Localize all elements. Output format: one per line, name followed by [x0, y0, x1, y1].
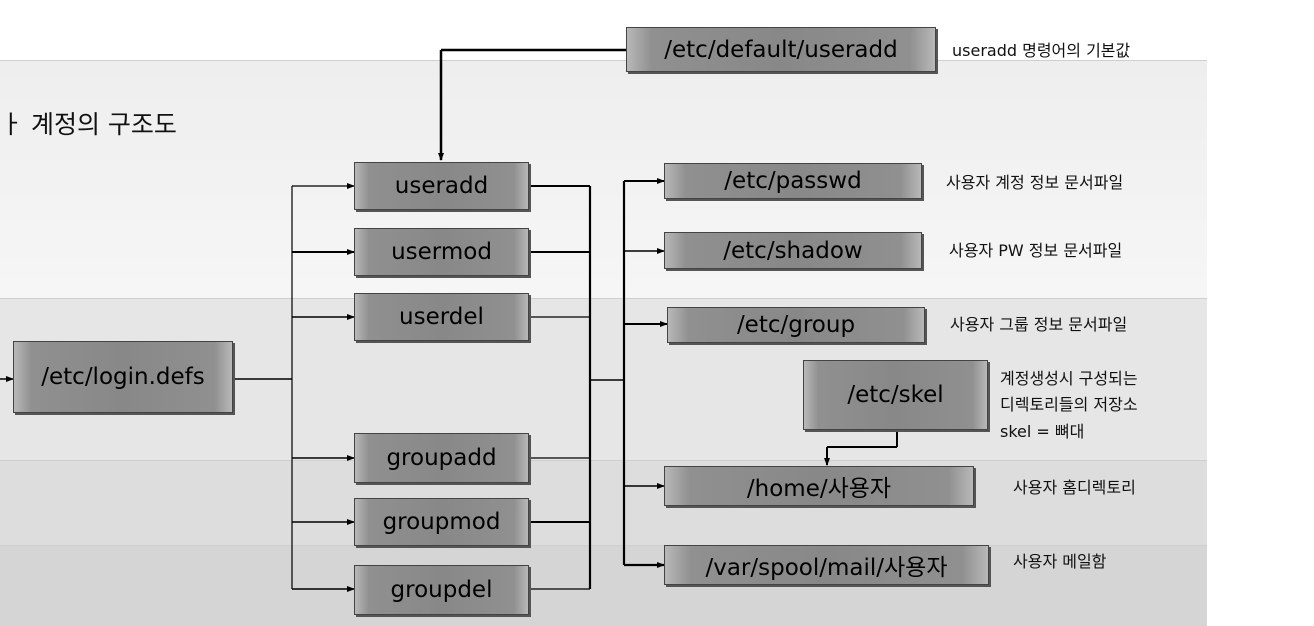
usermod-box: usermod [354, 228, 529, 276]
default-useradd-box: /etc/default/useradd [626, 27, 936, 72]
group-note: 사용자 그룹 정보 문서파일 [950, 315, 1128, 334]
skel-note-line3: skel = 뼈대 [1000, 422, 1085, 441]
page-title: ㅏ 계정의 구조도 [0, 110, 177, 139]
node-label: /etc/shadow [723, 237, 863, 264]
node-label: /etc/skel [847, 382, 944, 408]
node-label: useradd [394, 173, 489, 199]
node-label: userdel [399, 304, 484, 330]
shadow-box: /etc/shadow [664, 232, 922, 269]
node-label: groupadd [386, 445, 497, 471]
node-label: usermod [391, 239, 492, 265]
node-label: /var/spool/mail/사용자 [705, 555, 948, 581]
node-label: /etc/passwd [724, 168, 862, 194]
background-band [0, 60, 1207, 298]
groupdel-box: groupdel [354, 565, 529, 615]
mail-box: /var/spool/mail/사용자 [664, 545, 989, 585]
node-label: groupdel [390, 577, 493, 603]
node-label: /etc/default/useradd [664, 36, 898, 63]
skel-note-line1: 계정생성시 구성되는 [1000, 369, 1138, 388]
useradd-box: useradd [354, 162, 529, 210]
skel-box: /etc/skel [803, 360, 988, 430]
background-band [0, 545, 1207, 626]
home-box: /home/사용자 [664, 466, 974, 506]
shadow-note: 사용자 PW 정보 문서파일 [949, 241, 1123, 260]
skel-note-line2: 디렉토리들의 저장소 [1000, 395, 1138, 414]
passwd-box: /etc/passwd [664, 163, 922, 199]
home-note: 사용자 홈디렉토리 [1013, 478, 1136, 497]
userdel-box: userdel [354, 293, 529, 341]
node-label: /home/사용자 [746, 476, 892, 502]
mail-note: 사용자 메일함 [1013, 552, 1107, 571]
node-label: groupmod [382, 509, 501, 535]
background-band [0, 460, 1207, 545]
group-box: /etc/group [667, 307, 925, 343]
passwd-note: 사용자 계정 정보 문서파일 [946, 173, 1124, 192]
node-label: /etc/login.defs [41, 364, 205, 390]
groupadd-box: groupadd [354, 433, 529, 483]
default-useradd-note: useradd 명령어의 기본값 [952, 41, 1131, 60]
right-margin [1207, 0, 1314, 626]
groupmod-box: groupmod [354, 498, 529, 546]
node-label: /etc/group [736, 312, 856, 338]
login-defs-box: /etc/login.defs [13, 341, 233, 413]
